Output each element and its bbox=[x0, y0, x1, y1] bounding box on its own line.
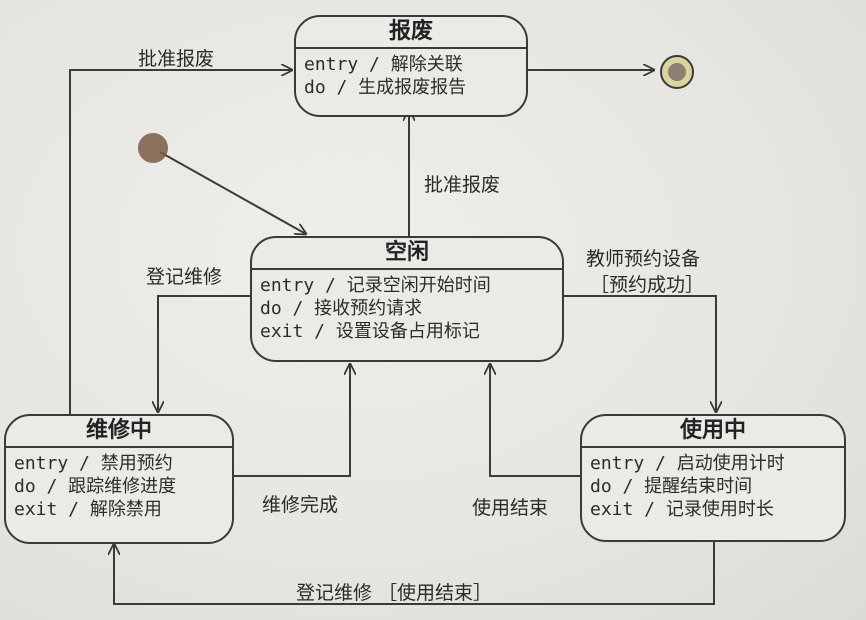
idle-to-inuse-transition bbox=[558, 295, 716, 412]
inuse-to-repair-transition bbox=[114, 542, 715, 605]
state-scrap-name: 报废 bbox=[296, 17, 526, 49]
state-repair-action: do / 跟踪维修进度 bbox=[14, 476, 177, 497]
state-inuse-action: do / 提醒结束时间 bbox=[590, 476, 753, 497]
state-inuse-actions: entry / 启动使用计时 do / 提醒结束时间 exit / 记录使用时长 bbox=[582, 448, 844, 525]
state-inuse-name: 使用中 bbox=[582, 416, 844, 448]
state-inuse-action: exit / 记录使用时长 bbox=[590, 499, 774, 520]
label-inuse-to-repair: 登记维修 ［使用结束］ bbox=[296, 582, 493, 604]
state-repair[interactable]: 维修中 entry / 禁用预约 do / 跟踪维修进度 exit / 解除禁用 bbox=[4, 414, 234, 544]
state-idle[interactable]: 空闲 entry / 记录空闲开始时间 do / 接收预约请求 exit / 设… bbox=[250, 236, 564, 362]
initial-node bbox=[138, 133, 168, 163]
state-idle-actions: entry / 记录空闲开始时间 do / 接收预约请求 exit / 设置设备… bbox=[252, 270, 562, 347]
initial-transition bbox=[159, 151, 306, 234]
state-idle-name: 空闲 bbox=[252, 238, 562, 270]
state-scrap[interactable]: 报废 entry / 解除关联 do / 生成报废报告 bbox=[294, 15, 528, 117]
state-idle-action: exit / 设置设备占用标记 bbox=[260, 321, 480, 342]
state-idle-action: entry / 记录空闲开始时间 bbox=[260, 275, 491, 296]
state-inuse-action: entry / 启动使用计时 bbox=[590, 453, 785, 474]
label-idle-to-scrap: 批准报废 bbox=[424, 174, 501, 196]
label-idle-to-inuse: 教师预约设备 bbox=[586, 248, 701, 270]
label-idle-to-inuse-guard: ［预约成功］ bbox=[590, 274, 705, 296]
repair-to-idle-transition bbox=[234, 364, 350, 477]
state-scrap-actions: entry / 解除关联 do / 生成报废报告 bbox=[296, 49, 526, 103]
state-repair-action: exit / 解除禁用 bbox=[14, 499, 162, 520]
label-repair-to-scrap: 批准报废 bbox=[138, 48, 215, 70]
label-idle-to-repair: 登记维修 bbox=[146, 266, 223, 288]
state-scrap-action: entry / 解除关联 bbox=[304, 54, 463, 75]
label-repair-to-idle: 维修完成 bbox=[262, 494, 339, 516]
inuse-to-idle-transition bbox=[490, 364, 580, 477]
label-inuse-to-idle: 使用结束 bbox=[472, 497, 549, 519]
state-idle-action: do / 接收预约请求 bbox=[260, 298, 423, 319]
state-repair-actions: entry / 禁用预约 do / 跟踪维修进度 exit / 解除禁用 bbox=[6, 448, 232, 525]
state-scrap-action: do / 生成报废报告 bbox=[304, 77, 467, 98]
state-repair-name: 维修中 bbox=[6, 416, 232, 448]
state-repair-action: entry / 禁用预约 bbox=[14, 453, 173, 474]
state-inuse[interactable]: 使用中 entry / 启动使用计时 do / 提醒结束时间 exit / 记录… bbox=[580, 414, 846, 542]
idle-to-repair-transition bbox=[158, 295, 250, 412]
final-node bbox=[660, 55, 694, 89]
repair-to-scrap-transition bbox=[69, 70, 292, 414]
